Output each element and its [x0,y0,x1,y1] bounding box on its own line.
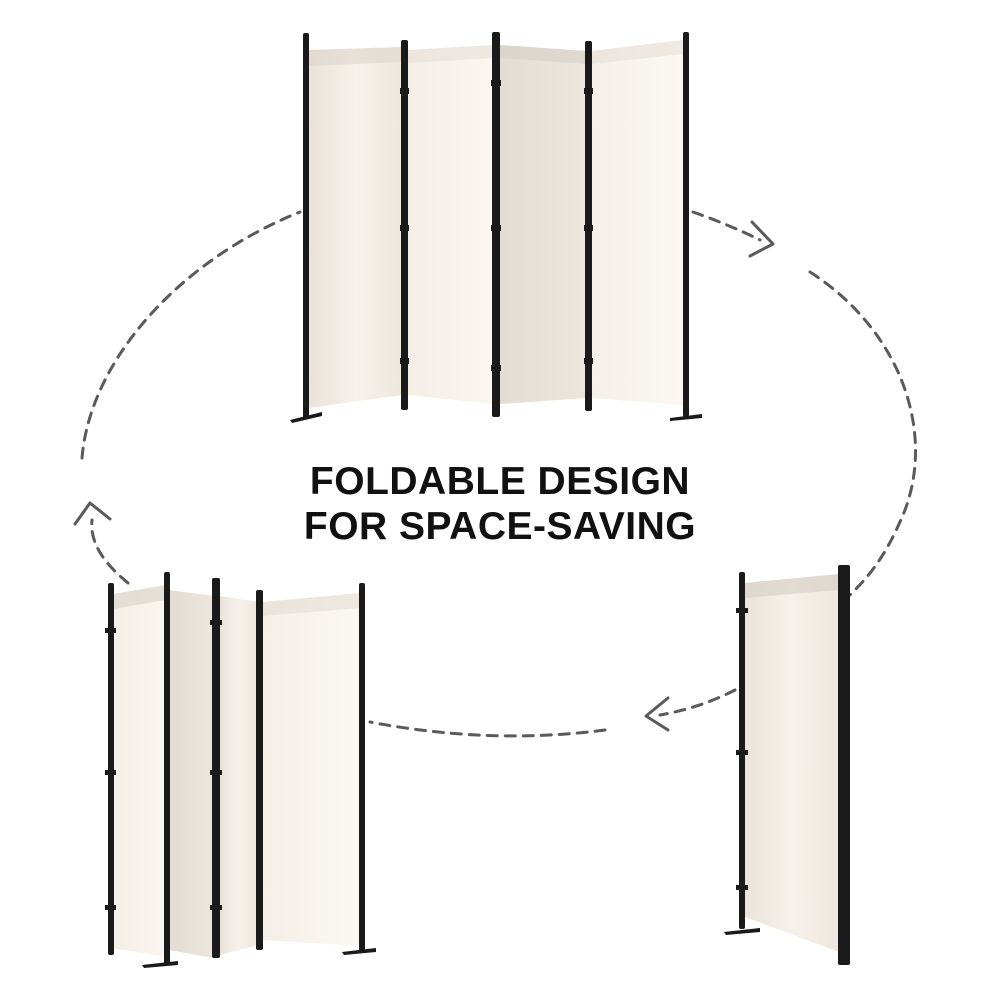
frame-pole [683,32,689,417]
fabric-panel [309,47,403,408]
dashed-curved-arrow-icon [691,210,762,242]
dashed-curved-arrow-icon [90,518,130,585]
headline-line-2: FOR SPACE-SAVING [303,505,697,548]
frame-pole [359,583,365,951]
frame-foot [342,948,376,955]
frame-foot [290,412,322,423]
frame-foot [724,928,760,935]
cycle-arrows [73,210,917,738]
headline-line-1: FOLDABLE DESIGN [309,460,691,503]
frame-pole [303,33,309,418]
fabric-panel [113,585,166,957]
arrowhead-icon [748,220,775,258]
fabric-panel [745,574,839,952]
fabric-panel [408,45,493,404]
arrowhead-icon [644,696,670,732]
dashed-curved-arrow-icon [808,270,917,597]
frame-pole [838,565,850,965]
room-divider-folded [724,565,850,965]
fabric-panel [592,40,683,405]
dashed-curved-arrow-icon [658,688,737,717]
dashed-curved-arrow-icon [368,720,607,738]
frame-pole [212,578,220,958]
room-divider-partial [105,572,376,968]
frame-foot [670,414,702,421]
fabric-panel [169,590,214,958]
fabric-panel [220,596,258,955]
frame-foot [142,961,178,968]
fabric-panel [263,593,360,946]
frame-pole [492,32,500,417]
arrowhead-icon [73,501,112,526]
room-divider-open [290,32,702,423]
dashed-curved-arrow-icon [80,210,302,460]
frame-pole [108,583,114,955]
frame-pole [256,590,263,950]
fabric-panel [500,45,586,404]
frame-pole [164,572,170,965]
